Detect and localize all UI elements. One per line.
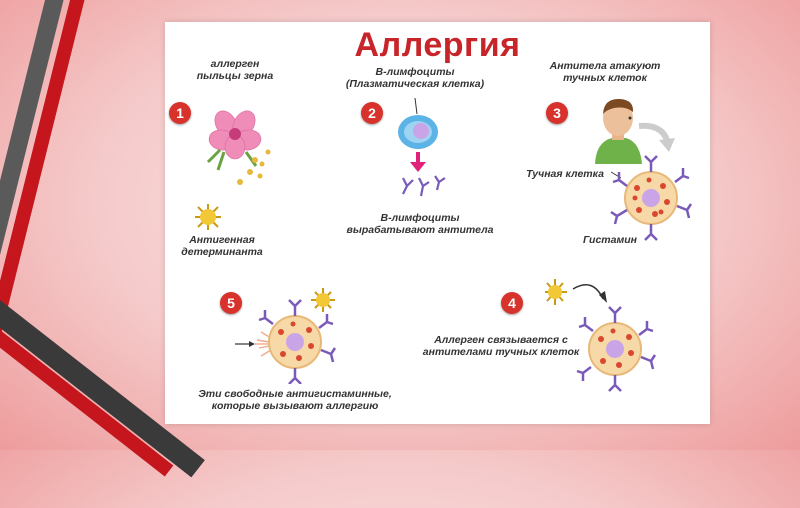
step-3-badge: 3 <box>546 102 568 124</box>
step-1-badge: 1 <box>169 102 191 124</box>
decor-stripe-red-2 <box>0 330 174 477</box>
b-lymphocyte-illustration <box>398 98 438 172</box>
step-5-label: Эти свободные антигистаминные,которые вы… <box>198 388 392 412</box>
person-head-illustration <box>595 98 642 164</box>
antigen-spiky-icon <box>195 204 221 230</box>
pollen-flower-illustration <box>206 110 271 185</box>
slide-title: Аллергия <box>354 26 521 64</box>
histamine-label: Гистамин <box>583 234 637 246</box>
step-2-top-label: В-лимфоциты(Плазматическая клетка) <box>345 66 485 90</box>
decor-stripe-red <box>0 0 94 507</box>
step-5-badge: 5 <box>220 292 242 314</box>
allergen-binding-illustration <box>545 279 657 392</box>
mast-cell-with-antibodies <box>610 155 693 241</box>
antibodies-icon <box>402 175 446 197</box>
mast-cell-degranulation-illustration <box>235 288 337 384</box>
mast-cell-label: Тучная клетка <box>526 168 604 180</box>
step-4-badge: 4 <box>501 292 523 314</box>
gray-arrow-icon <box>638 122 675 152</box>
step-2-badge: 2 <box>361 102 383 124</box>
